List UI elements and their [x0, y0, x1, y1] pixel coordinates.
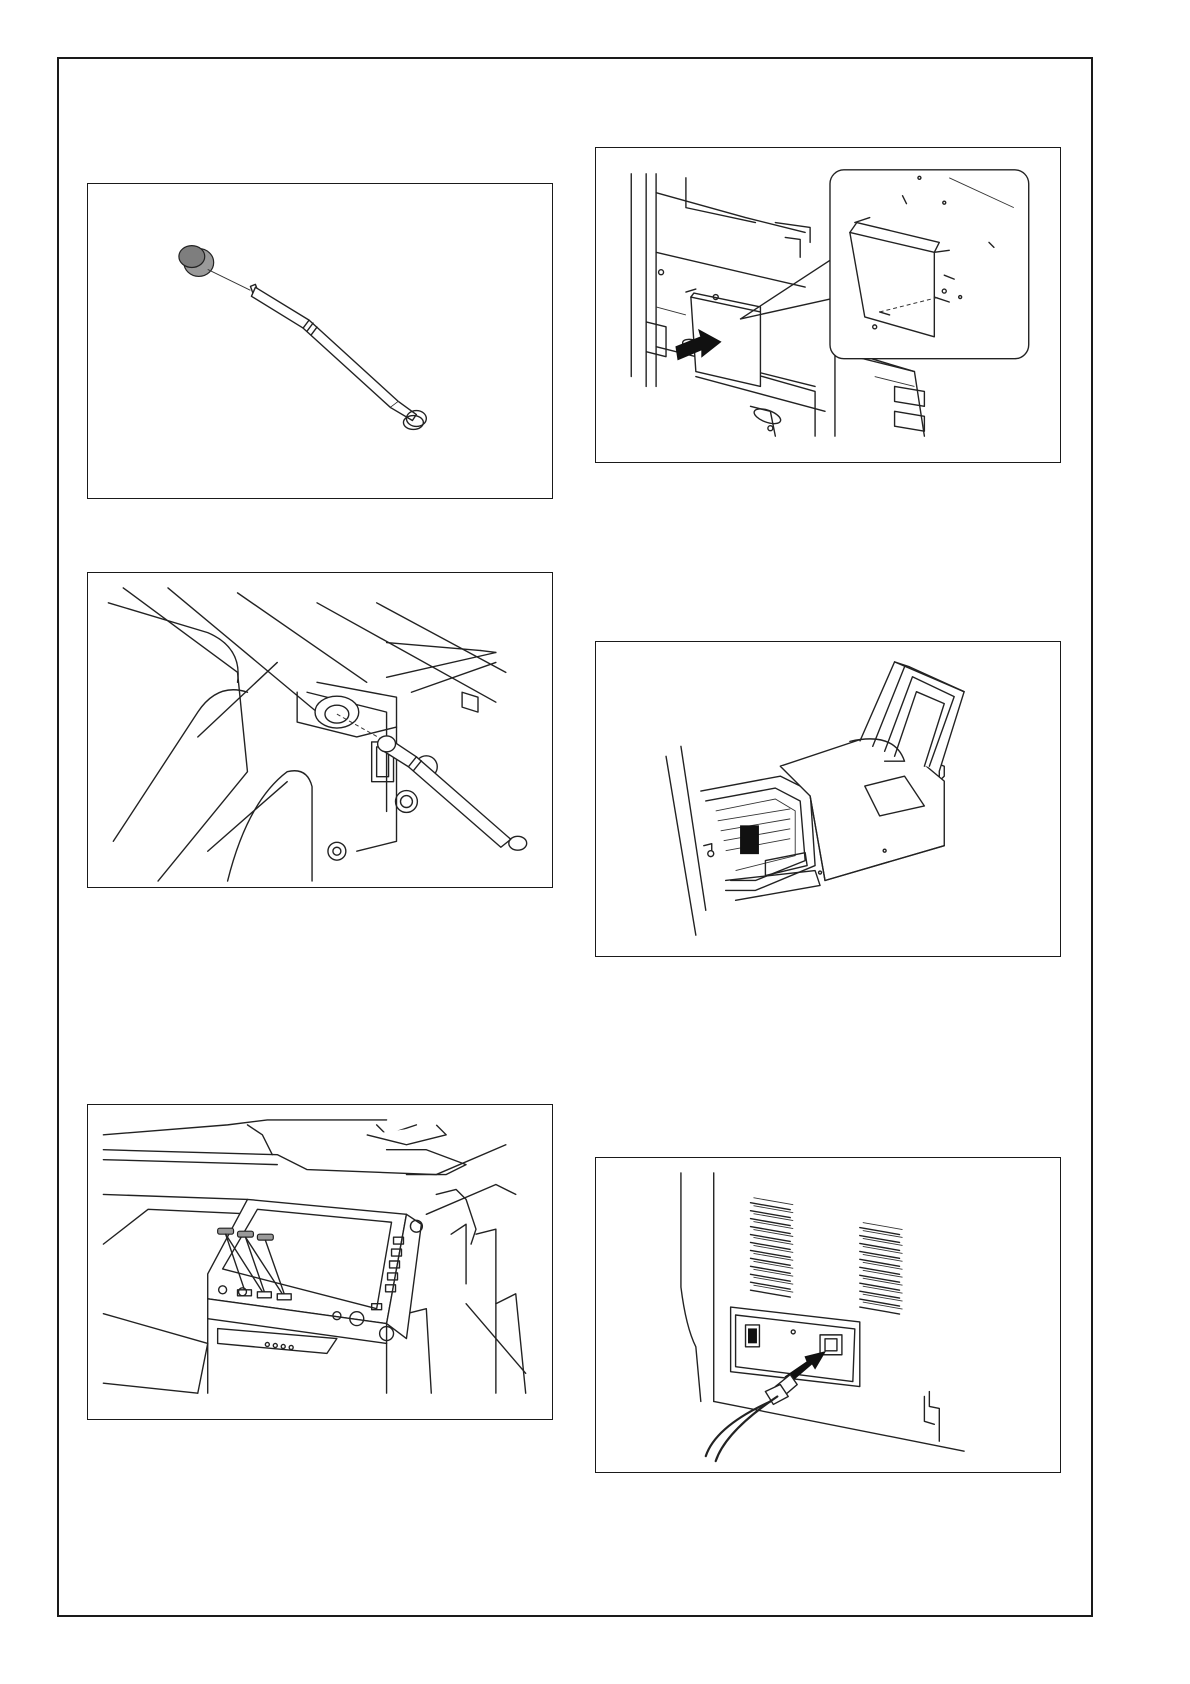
detail-callout: [830, 170, 1029, 359]
figure-power-cord: [595, 1157, 1061, 1473]
vent-grilles: [750, 1198, 902, 1314]
machine-corner: [108, 588, 505, 881]
figure-antenna-mounted: [87, 572, 553, 888]
cover-flap: [850, 662, 964, 771]
figure-install-bracket: [595, 147, 1061, 463]
antenna: [250, 284, 426, 429]
power-cord: [706, 1375, 797, 1461]
machine-rear: [681, 1173, 964, 1451]
figure-control-panel: [87, 1104, 553, 1420]
figure-open-cover: [595, 641, 1061, 957]
figure-antenna-parts: [87, 183, 553, 499]
